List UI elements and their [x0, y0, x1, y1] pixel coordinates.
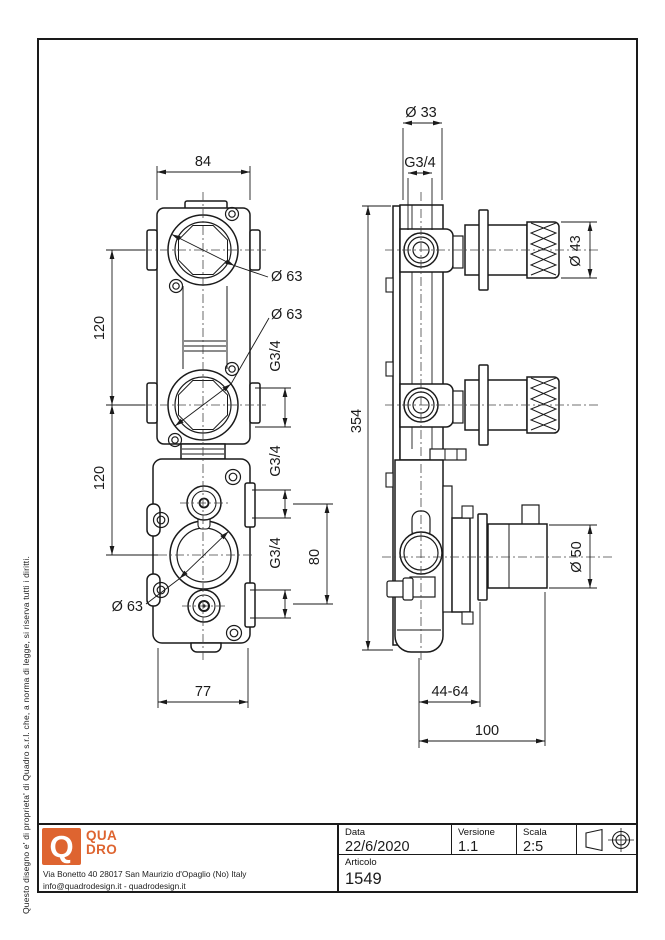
first-angle-projection-icon: [584, 827, 634, 852]
dim-front-hole-bottom: Ø 63: [112, 599, 143, 615]
quadro-logo-icon: Q: [42, 828, 81, 865]
dim-front-port-spacing: 80: [307, 549, 323, 565]
dim-side-knob-dia: Ø 43: [568, 235, 584, 266]
dim-front-width: 84: [195, 154, 211, 170]
dim-front-thread-mid: G3/4: [268, 445, 284, 476]
logo-line1: QUA: [86, 828, 118, 843]
field-versione: Versione 1.1: [452, 825, 517, 855]
field-data: Data 22/6/2020: [339, 825, 452, 855]
side-view: [382, 192, 612, 662]
projection-symbol-cell: [577, 825, 638, 854]
front-dimensions: 84 120 120 Ø 63 Ø 63 Ø 63: [92, 154, 333, 708]
data-value: 22/6/2020: [345, 839, 410, 855]
logo-wordmark: QUA DRO: [86, 829, 117, 857]
dim-front-base-width: 77: [195, 684, 211, 700]
dim-front-hole-top: Ø 63: [271, 269, 302, 285]
logo-area: Q QUA DRO Via Bonetto 40 28017 San Mauri…: [37, 825, 337, 893]
company-address: Via Bonetto 40 28017 San Maurizio d'Opag…: [43, 869, 246, 892]
field-scala: Scala 2:5: [517, 825, 577, 855]
articolo-value: 1549: [345, 870, 382, 888]
front-view: [143, 192, 266, 662]
versione-label: Versione: [458, 827, 495, 838]
scala-label: Scala: [523, 827, 547, 838]
dim-front-pitch-top: 120: [92, 316, 108, 340]
dim-side-handle-dia: Ø 50: [569, 541, 585, 572]
logo-line2: DRO: [86, 842, 118, 857]
side-dimensions: Ø 33 G3/4 Ø 43 354 Ø 50 44-64: [349, 105, 597, 748]
title-block-fields: Data 22/6/2020 Versione 1.1 Scala 2:5: [337, 825, 638, 893]
dim-side-body-depth: Ø 33: [405, 105, 436, 121]
articolo-label: Articolo: [345, 857, 377, 868]
dim-side-install-depth: 44-64: [431, 684, 468, 700]
title-block: Q QUA DRO Via Bonetto 40 28017 San Mauri…: [37, 823, 638, 893]
dim-front-pitch-bottom: 120: [92, 466, 108, 490]
dim-front-hole-mid: Ø 63: [271, 307, 302, 323]
data-label: Data: [345, 827, 366, 838]
dim-side-thread: G3/4: [404, 155, 435, 171]
scala-value: 2:5: [523, 839, 544, 855]
address-line1: Via Bonetto 40 28017 San Maurizio d'Opag…: [43, 869, 247, 879]
field-articolo: Articolo 1549: [339, 855, 638, 893]
dim-front-thread-bottom: G3/4: [268, 537, 284, 568]
dim-side-total-depth: 100: [475, 723, 499, 739]
dim-side-height: 354: [349, 409, 365, 433]
versione-value: 1.1: [458, 839, 479, 855]
address-line2: info@quadrodesign.it - quadrodesign.it: [43, 880, 186, 891]
dim-front-thread-top: G3/4: [268, 340, 284, 371]
